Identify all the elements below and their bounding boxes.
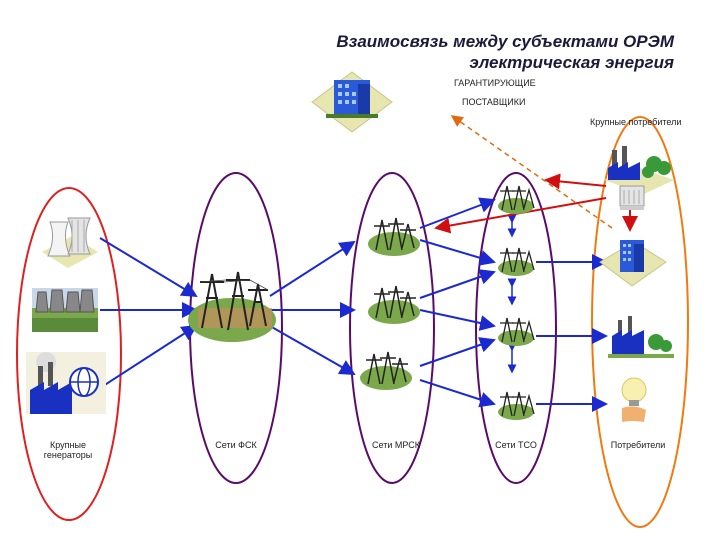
lightbulb-icon: [621, 377, 647, 422]
red-arrow-tso: [544, 173, 607, 190]
arrow-mrsk-tso3: [419, 269, 496, 299]
transmission-tower-icon: [188, 271, 276, 342]
mrsk-ellipse: [349, 172, 435, 484]
tso-tower-2: [498, 247, 535, 276]
guarantee-label-line2: ПОСТАВЩИКИ: [462, 97, 526, 107]
tso-tower-1: [498, 185, 535, 214]
guarantee-label-line1: ГАРАНТИРУЮЩИЕ: [454, 78, 536, 88]
arrow-mrsk-tso6: [419, 379, 496, 408]
arrow-mrsk-tso5: [419, 337, 496, 367]
arrow-fsk-mrsk3: [269, 325, 356, 375]
cooling-tower-icon: [42, 217, 98, 268]
arrow-mrsk-tso4: [419, 309, 496, 331]
group-label-fsk: Сети ФСК: [215, 440, 257, 450]
group-label-mrsk: Сети МРСК: [372, 440, 420, 450]
consumer-office-icon: [599, 240, 667, 287]
large-consumers-label: Крупные потребители: [590, 117, 682, 127]
factory-icon: [608, 316, 674, 358]
factory-globe-icon: [26, 352, 106, 414]
tso-ellipse: [475, 172, 557, 484]
mrsk-tower-3: [360, 351, 412, 390]
arrow-mrsk-tso2: [419, 239, 496, 266]
factory-trees-icon: [604, 146, 674, 194]
tso-tower-3: [498, 317, 535, 346]
tso-tower-4: [498, 391, 535, 420]
arrow-mrsk-tso1: [419, 197, 496, 229]
arrow-gen3-fsk: [99, 324, 198, 389]
generators-ellipse: [16, 187, 122, 521]
power-plant-icon: [32, 288, 98, 332]
consumers-ellipse: [591, 116, 689, 528]
title-line-2: электрическая энергия: [469, 53, 674, 72]
arrow-gen1-fsk: [99, 237, 198, 298]
group-label-generators: Крупные генераторы: [43, 440, 93, 460]
mrsk-tower-1: [368, 217, 420, 256]
dashed-arrow-suppliers: [450, 115, 613, 229]
title-line-1: Взаимосвязь между субъектами ОРЭМ: [336, 32, 674, 51]
server-icon: [619, 185, 645, 210]
group-label-consumers: Потребители: [610, 440, 666, 450]
office-building-icon: [311, 71, 393, 133]
mrsk-tower-2: [368, 285, 420, 324]
group-label-tso: Сети ТСО: [495, 440, 537, 450]
arrow-fsk-mrsk1: [269, 240, 356, 297]
